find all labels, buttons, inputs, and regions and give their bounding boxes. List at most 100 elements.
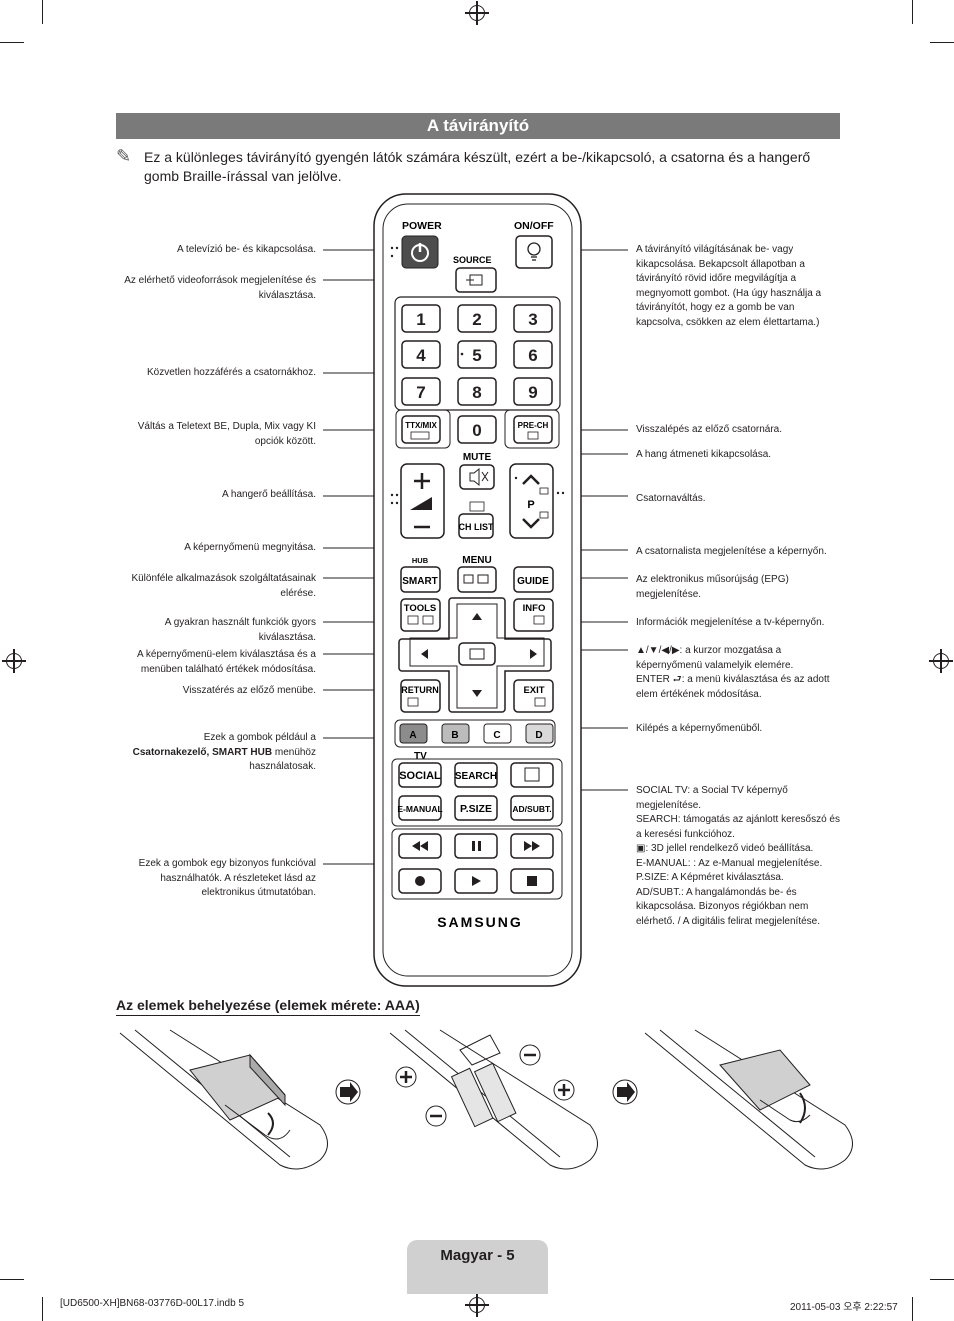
guide-label: GUIDE — [517, 576, 549, 587]
psize-bold: Képméret — [680, 872, 724, 883]
label-return: Visszatérés az előző menübe. — [182, 685, 316, 696]
three-d-button[interactable] — [510, 762, 554, 788]
menu-button[interactable] — [457, 566, 497, 593]
exit-label: EXIT — [523, 685, 544, 696]
source-label: SOURCE — [453, 255, 492, 265]
social-key: SOCIAL TV — [636, 785, 688, 796]
social-mid: : a — [687, 785, 699, 796]
search-desc: : támogatás az ajánlott keresőszó és a k… — [636, 814, 840, 840]
label-info: Információk megjelenítése a tv-képernyőn… — [636, 617, 825, 628]
emanual-bold: e-Manual — [712, 857, 755, 869]
digit-6: 6 — [528, 346, 537, 365]
exit-button[interactable]: EXIT — [513, 679, 554, 713]
power-button[interactable] — [401, 235, 439, 269]
label-smart: Különféle alkalmazások szolgáltatásainak… — [131, 573, 316, 599]
label-onoff: A távirányító világításának be- vagy kik… — [636, 244, 822, 328]
digit-7: 7 — [416, 383, 425, 402]
battery-illustrations — [119, 1029, 853, 1170]
digit-0: 0 — [472, 421, 481, 440]
emanual-key: E-MANUAL — [636, 857, 688, 869]
channel-rocker[interactable]: P — [509, 463, 554, 539]
label-digits: Közvetlen hozzáférés a csatornákhoz. — [147, 367, 316, 378]
page-title: A távirányító — [116, 113, 840, 139]
mute-button[interactable] — [459, 464, 495, 490]
label-exit: Kilépés a képernyőmenüből. — [636, 723, 763, 734]
color-buttons[interactable] — [399, 723, 554, 744]
p-size-button[interactable]: P.SIZE — [454, 795, 498, 821]
label-channel: Csatornaváltás. — [636, 493, 706, 504]
crop-mark — [912, 1297, 913, 1321]
label-mute: A hang átmeneti kikapcsolása. — [636, 449, 772, 460]
navigation-pad[interactable] — [398, 597, 552, 713]
label-nav-2: : a menü kiválasztása és az adott elem é… — [636, 674, 830, 700]
label-menu: A képernyőmenü megnyitása. — [184, 542, 316, 553]
remote-diagram: POWER ON/OFF SOURCE 1 2 — [323, 193, 628, 987]
hub-label: HUB — [412, 556, 429, 565]
crop-mark — [42, 1297, 43, 1321]
digit-8: 8 — [472, 383, 481, 402]
ch-list-button[interactable]: CH LIST — [458, 513, 495, 539]
search-key: SEARCH — [636, 814, 678, 825]
crop-mark — [930, 1279, 954, 1280]
adsubt-label: AD/SUBT. — [512, 804, 551, 814]
guide-button[interactable]: GUIDE — [513, 566, 554, 593]
psize-key: P.SIZE — [636, 872, 667, 883]
label-smart-tv: SOCIAL TV: a Social TV képernyő megjelen… — [636, 784, 841, 929]
onoff-button[interactable] — [515, 235, 553, 269]
label-power: A televízió be- és kikapcsolása. — [177, 244, 316, 255]
label-colors: Ezek a gombok például a Csatornakezelő, … — [116, 731, 316, 775]
volume-rocker[interactable] — [400, 463, 445, 539]
smart-label: SMART — [402, 576, 438, 587]
info-button[interactable]: INFO — [513, 598, 554, 632]
p-label: P — [527, 499, 534, 511]
note-text: Ez a különleges távirányító gyengén látó… — [144, 149, 811, 184]
power-label: POWER — [402, 220, 442, 232]
psize-label: P.SIZE — [460, 803, 492, 815]
social-label: SOCIAL — [399, 770, 441, 782]
note-pencil-icon: ✎ — [116, 146, 132, 166]
page-number: Magyar - 5 — [407, 1240, 548, 1294]
mute-label: MUTE — [463, 452, 492, 463]
crop-mark — [0, 1279, 24, 1280]
psize-desc: : A — [666, 872, 678, 883]
digit-1: 1 — [416, 310, 425, 329]
adsubt-key: AD/SUBT. — [636, 886, 682, 898]
braille-dots — [390, 246, 399, 258]
crop-mark — [912, 0, 913, 24]
crop-mark — [0, 42, 24, 43]
ttx-mix-button[interactable]: TTX/MIX — [401, 415, 441, 444]
return-button[interactable]: RETURN — [400, 679, 441, 713]
tv-label: TV — [414, 751, 427, 762]
chlist-label: CH LIST — [459, 522, 495, 532]
e-manual-button[interactable]: E-MANUAL — [397, 795, 443, 821]
label-chlist: A csatornalista megjelenítése a képernyő… — [636, 546, 827, 557]
color-d-label: D — [535, 730, 542, 741]
info-label: INFO — [523, 603, 546, 614]
label-bottom: Ezek a gombok egy bizonyos funkcióval ha… — [138, 858, 316, 898]
battery-section-title: Az elemek behelyezése (elemek mérete: AA… — [116, 997, 420, 1016]
label-colors-2: Csatornakezelő, SMART HUB — [132, 746, 273, 758]
label-colors-3: menühöz használatosak. — [249, 746, 316, 773]
enter-button — [458, 642, 496, 666]
samsung-logo: SAMSUNG — [437, 914, 523, 930]
media-buttons[interactable] — [398, 833, 554, 894]
source-button[interactable] — [455, 267, 497, 293]
color-b-label: B — [451, 730, 458, 741]
psize-end: kiválasztása. — [726, 872, 784, 883]
ad-subt-button[interactable]: AD/SUBT. — [510, 795, 554, 821]
footer-timestamp: 2011-05-03 오후 2:22:57 — [790, 1302, 898, 1313]
social-bold: Social TV — [701, 785, 744, 796]
registration-mark-icon — [465, 1293, 489, 1317]
social-button[interactable]: SOCIAL — [398, 762, 442, 788]
pre-ch-button[interactable]: PRE-CH — [513, 415, 553, 444]
emanual-label: E-MANUAL — [397, 804, 442, 814]
smart-hub-button[interactable]: SMART — [400, 566, 441, 593]
digit-3: 3 — [528, 310, 537, 329]
digit-buttons[interactable] — [401, 304, 553, 444]
enter-icon: ⮐ — [669, 674, 682, 685]
search-button[interactable]: SEARCH — [454, 762, 498, 788]
color-a-label: A — [409, 730, 416, 741]
tools-button[interactable]: TOOLS — [400, 598, 441, 632]
label-ttx: Váltás a Teletext BE, Dupla, Mix vagy KI… — [137, 421, 316, 447]
menu-label: MENU — [462, 555, 491, 566]
